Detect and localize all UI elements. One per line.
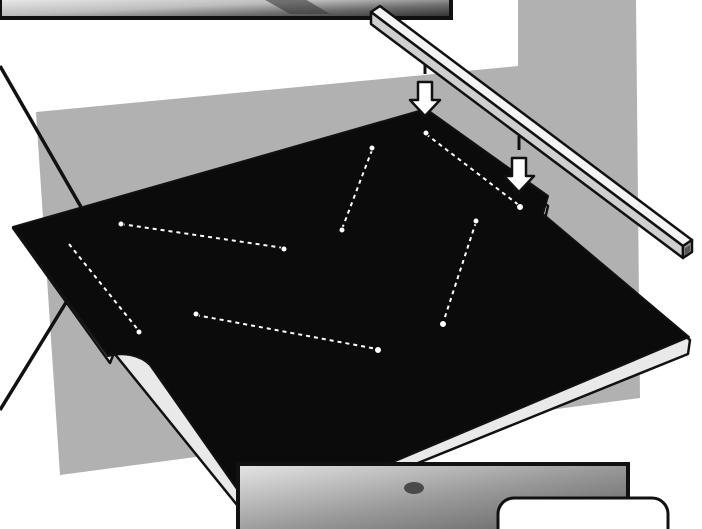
mounting-hole-icon	[193, 311, 199, 317]
mounting-hole-icon	[136, 329, 142, 335]
mounting-hole-icon	[339, 227, 345, 233]
mounting-hole-icon	[375, 347, 382, 354]
bottom-photo-inset	[238, 464, 668, 529]
mounting-hole-icon	[423, 130, 429, 136]
mounting-hole-icon	[281, 246, 287, 252]
mounting-hole-icon	[473, 218, 479, 224]
mounting-hole-icon	[118, 221, 124, 227]
mounting-hole-icon	[369, 145, 375, 151]
photo-detail	[404, 482, 424, 494]
mounting-hole-icon	[440, 321, 447, 328]
callout-box	[498, 498, 668, 529]
mounting-hole-icon	[517, 204, 524, 211]
